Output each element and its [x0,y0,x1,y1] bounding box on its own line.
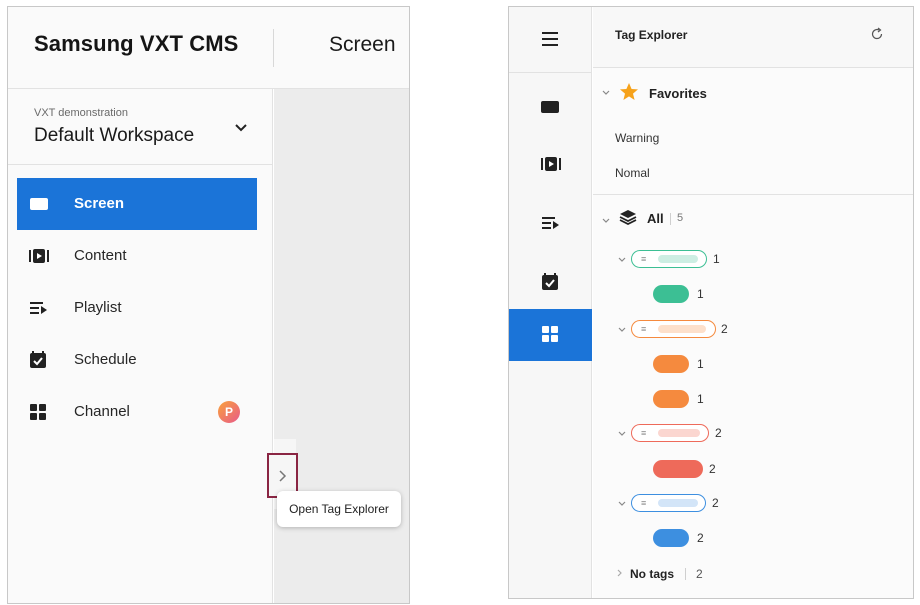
schedule-icon [30,351,46,368]
chevron-down-icon[interactable] [602,218,610,224]
workspace-subtitle: VXT demonstration [34,107,128,119]
sidebar-item-schedule[interactable]: Schedule [17,334,257,386]
tag-pill[interactable] [653,390,689,408]
tag-count: 1 [697,287,704,301]
list-icon: ≡ [641,254,647,264]
tag-pill[interactable] [653,285,689,303]
list-icon: ≡ [641,428,647,438]
all-tags-label[interactable]: All [647,211,664,226]
sidebar: VXT demonstration Default Workspace Scre… [8,89,273,603]
tag-count: 1 [697,357,704,371]
tag-count: 2 [709,462,716,476]
schedule-icon [542,273,558,290]
tag-name-redacted [658,429,700,437]
chevron-down-icon[interactable] [602,90,610,96]
tag-group-pill[interactable]: ≡ [631,250,707,268]
sidebar-item-content[interactable]: Content [17,230,257,282]
list-icon: ≡ [641,324,647,334]
refresh-icon[interactable] [870,27,884,41]
chevron-down-icon[interactable] [618,501,626,507]
favorites-label: Favorites [649,86,707,101]
open-tag-explorer-button[interactable] [267,453,298,498]
sidebar-item-label: Content [74,247,127,264]
tag-name-redacted [658,255,698,263]
sidebar-item-playlist[interactable]: Playlist [17,282,257,334]
all-tags-count: 5 [677,212,684,224]
header-divider [273,29,274,67]
no-tags-label[interactable]: No tags [630,567,675,581]
hamburger-icon [542,32,558,46]
rail-item-content[interactable] [509,139,592,191]
tag-pill[interactable] [653,460,703,478]
sidebar-item-label: Playlist [74,299,122,316]
sidebar-item-screen[interactable]: Screen [17,178,257,230]
chevron-right-icon[interactable] [617,569,623,577]
channel-icon [542,326,558,342]
favorite-item-nomal[interactable]: Nomal [615,166,650,180]
tag-explorer-panel: Tag Explorer Favorites Warning Nomal [593,7,913,598]
playlist-icon [30,302,47,314]
favorite-item-warning[interactable]: Warning [615,131,660,145]
tag-group-count: 2 [721,322,728,336]
cms-main-window: Samsung VXT CMS Screen VXT demonstration… [7,6,410,604]
brand-title: Samsung VXT CMS [34,31,239,56]
tag-group-pill[interactable]: ≡ [631,424,709,442]
sidebar-item-label: Channel [74,403,130,420]
tag-group-pill[interactable]: ≡ [631,494,706,512]
sidebar-nav: Screen Content Playlist [17,178,257,438]
chevron-down-icon[interactable] [618,257,626,263]
icon-rail [509,7,592,598]
sidebar-item-label: Screen [74,195,125,212]
star-icon [620,83,638,100]
tag-name-redacted [658,325,706,333]
chevron-down-icon[interactable] [618,431,626,437]
separator [670,213,671,225]
layers-icon [619,210,637,225]
tag-group-count: 1 [713,252,720,266]
sidebar-item-channel[interactable]: Channel P [17,386,257,438]
page-title: Screen [329,33,396,56]
tag-count: 2 [697,531,704,545]
sidebar-item-label: Schedule [74,351,137,368]
workspace-name: Default Workspace [34,125,195,146]
rail-item-schedule[interactable] [509,257,592,309]
chevron-right-icon [279,470,287,482]
tag-pill[interactable] [653,529,689,547]
tag-group-pill[interactable]: ≡ [631,320,716,338]
list-icon: ≡ [641,498,647,508]
rail-item-playlist[interactable] [509,198,592,250]
tag-explorer-window: Tag Explorer Favorites Warning Nomal [508,6,914,599]
content-icon [541,157,561,171]
premium-badge: P [218,401,240,423]
rail-item-channel[interactable] [509,309,592,361]
screen-icon [30,198,48,210]
tag-name-redacted [658,499,698,507]
tag-group-count: 2 [712,496,719,510]
tag-group-count: 2 [715,426,722,440]
workspace-selector[interactable]: VXT demonstration Default Workspace [8,89,272,165]
playlist-icon [542,217,559,229]
screen-icon [541,101,559,113]
no-tags-count: 2 [696,567,703,581]
tooltip: Open Tag Explorer [277,491,401,527]
chevron-down-icon[interactable] [618,327,626,333]
menu-toggle[interactable] [509,7,592,73]
content-icon [29,249,49,263]
rail-item-screen[interactable] [509,82,592,134]
tag-explorer-title: Tag Explorer [615,28,688,42]
favorites-section: Favorites Warning Nomal [593,68,913,195]
separator [685,568,686,580]
tag-pill[interactable] [653,355,689,373]
tag-count: 1 [697,392,704,406]
channel-icon [30,404,46,420]
app-header: Samsung VXT CMS Screen [8,7,409,89]
chevron-down-icon[interactable] [234,123,248,133]
tag-explorer-header: Tag Explorer [593,7,913,68]
